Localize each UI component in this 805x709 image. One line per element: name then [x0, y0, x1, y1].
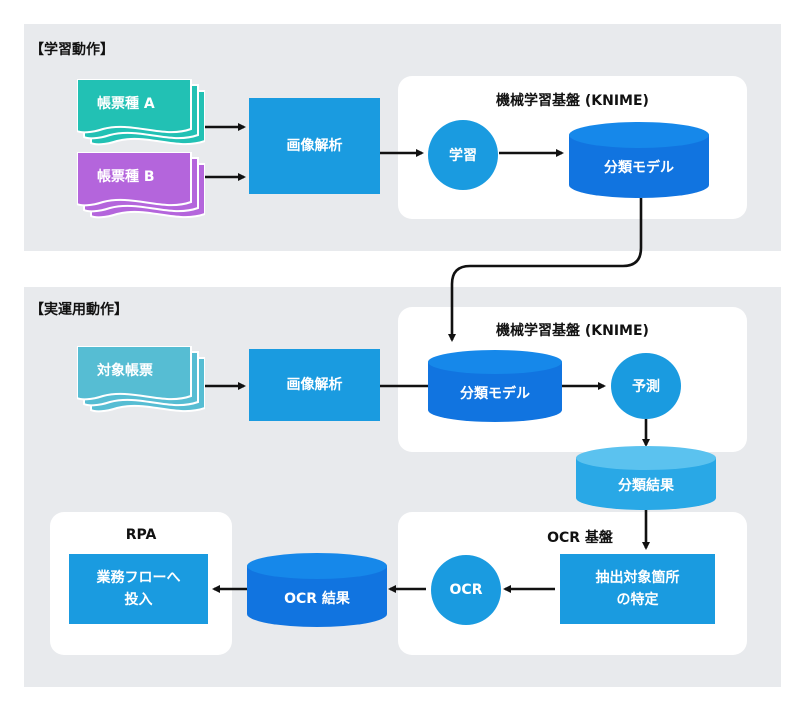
rpa-input-box: 業務フローへ 投入	[69, 554, 208, 624]
extract-line-2: の特定	[616, 592, 659, 608]
doc-b-label: 帳票種 B	[97, 169, 155, 185]
learning-section-title: 【学習動作】	[30, 42, 114, 58]
ml-platform-title-learning: 機械学習基盤 (KNIME)	[496, 93, 649, 109]
learn-circle: 学習	[428, 120, 498, 190]
model-label-operation: 分類モデル	[460, 386, 530, 402]
document-stack-b: 帳票種 B	[77, 152, 205, 224]
predict-circle: 予測	[611, 353, 681, 419]
ocr-result-cylinder: OCR 結果	[247, 553, 387, 627]
extract-target-box: 抽出対象箇所 の特定	[560, 554, 715, 624]
ml-platform-title-operation: 機械学習基盤 (KNIME)	[496, 323, 649, 339]
ocr-circle: OCR	[431, 555, 501, 625]
model-label-learning: 分類モデル	[604, 160, 674, 176]
ocr-result-label: OCR 結果	[284, 591, 350, 607]
classification-model-cylinder-learning: 分類モデル	[569, 122, 709, 198]
operation-section-title: 【実運用動作】	[30, 302, 128, 318]
rpa-line-2: 投入	[124, 592, 153, 608]
target-doc-label: 対象帳票	[97, 363, 153, 379]
rpa-title: RPA	[125, 527, 157, 543]
classification-model-cylinder-operation: 分類モデル	[428, 350, 562, 422]
rpa-line-1: 業務フローへ	[96, 569, 181, 586]
classification-result-cylinder: 分類結果	[576, 446, 716, 510]
ocr-platform-title: OCR 基盤	[547, 530, 613, 546]
result-label: 分類結果	[618, 478, 674, 494]
doc-a-label: 帳票種 A	[97, 96, 155, 112]
image-analysis-box-operation: 画像解析	[249, 349, 380, 421]
document-stack-a: 帳票種 A	[77, 79, 205, 151]
image-analysis-box-learning: 画像解析	[249, 98, 380, 194]
target-document-stack: 対象帳票	[77, 346, 205, 418]
extract-line-1: 抽出対象箇所	[595, 569, 680, 586]
